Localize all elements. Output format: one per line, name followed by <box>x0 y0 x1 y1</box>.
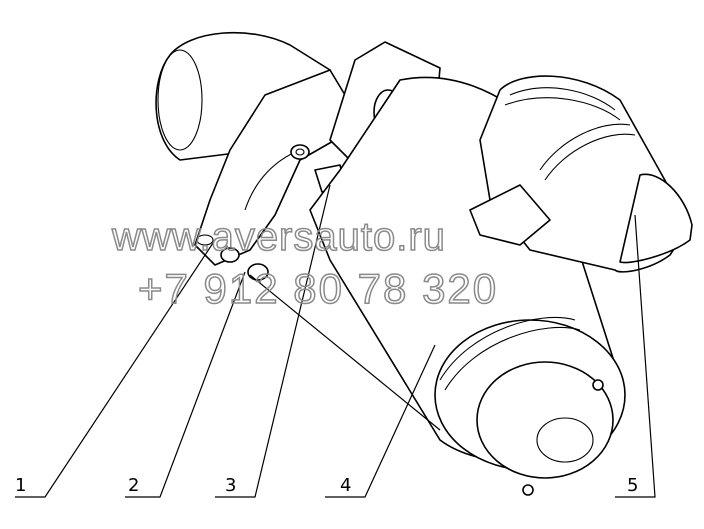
callout-2: 2 <box>128 475 139 496</box>
bolt-set <box>220 144 346 281</box>
solenoid-drum <box>469 75 693 273</box>
callout-4: 4 <box>340 475 351 496</box>
watermark-phone: +7 912 80 78 320 <box>138 265 498 312</box>
leader-lines <box>15 184 656 498</box>
callout-1: 1 <box>15 475 26 496</box>
callout-3: 3 <box>225 475 236 496</box>
watermark-url: www.aversauto.ru <box>111 215 446 259</box>
callout-5: 5 <box>627 475 638 496</box>
